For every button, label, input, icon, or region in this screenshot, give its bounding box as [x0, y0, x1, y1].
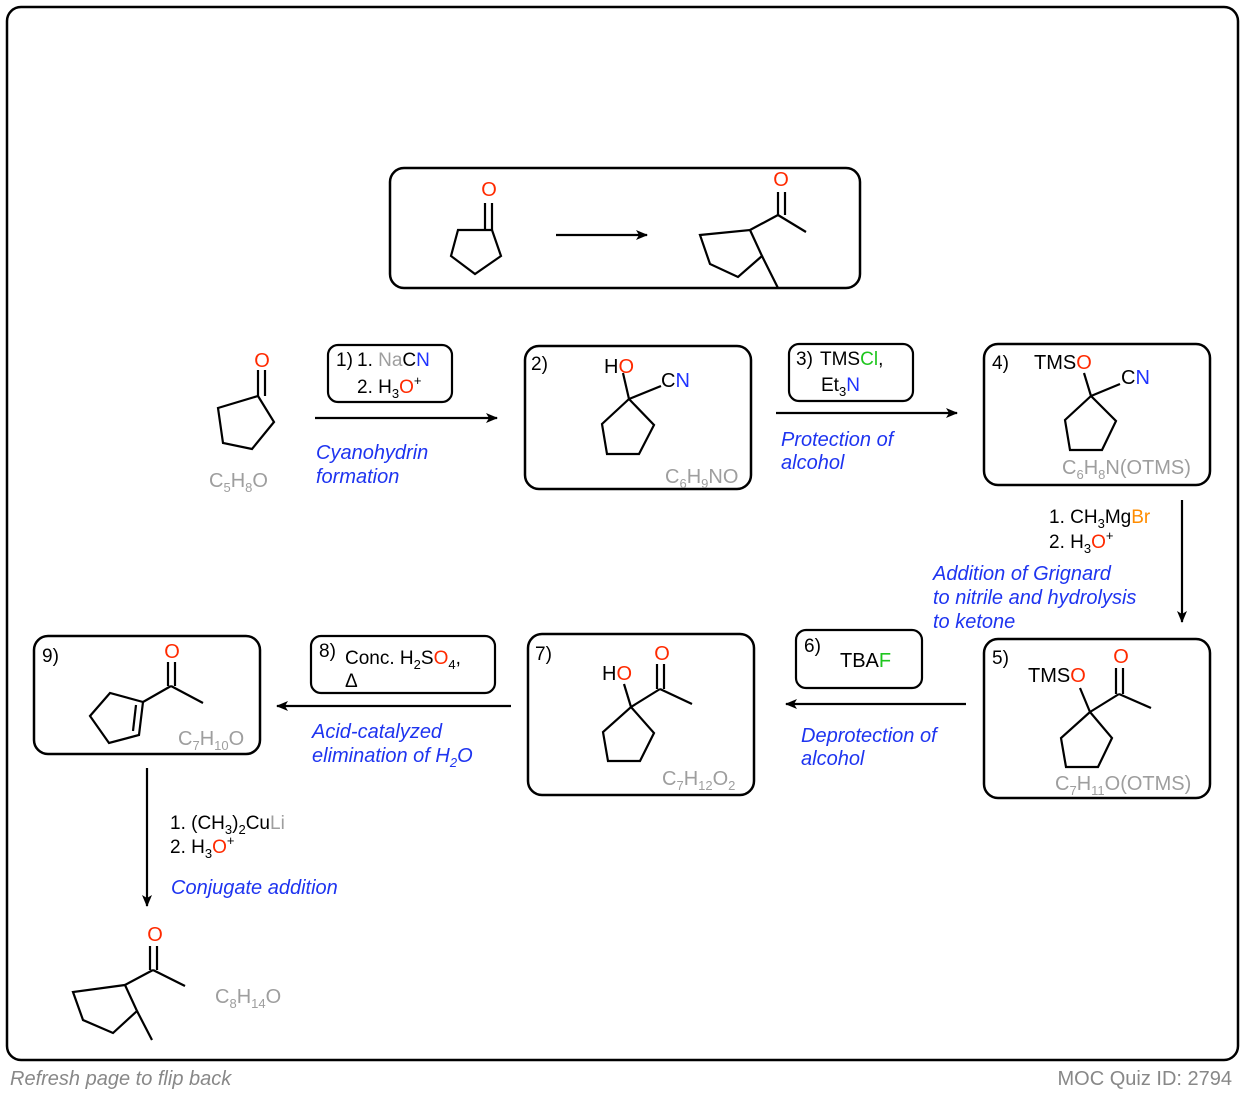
starting-cyclopentanone: O C5H8O: [209, 350, 276, 495]
compound-5-box: 5) TMSO O C7H11O(OTMS): [982, 637, 1212, 800]
svg-text:6): 6): [804, 636, 821, 657]
target-box: O O: [388, 166, 862, 290]
svg-text:8): 8): [319, 641, 336, 662]
formula-c7h11o-otms: C7H11O(OTMS): [1055, 773, 1191, 798]
compound-2-box: 2) HO CN C6H9NO: [523, 344, 753, 491]
formula-c5h8o: C5H8O: [209, 470, 268, 495]
refresh-hint: Refresh page to flip back: [10, 1068, 232, 1090]
svg-text:9): 9): [42, 646, 59, 667]
step8-reagents: 8) Conc. H2SO4, Δ: [309, 634, 497, 695]
step1-reagents: 1) 1. NaCN 2. H3O+: [326, 343, 454, 404]
svg-text:TMSO: TMSO: [1034, 352, 1092, 374]
svg-text:TMSO: TMSO: [1028, 665, 1086, 687]
svg-text:HO: HO: [604, 356, 634, 378]
svg-text:1. (CH3)2CuLi: 1. (CH3)2CuLi: [170, 813, 285, 837]
svg-text:5): 5): [992, 648, 1009, 669]
svg-text:2): 2): [531, 354, 548, 375]
formula-c8h14o: C8H14O: [215, 986, 281, 1011]
formula-c6h9no: C6H9NO: [665, 466, 738, 491]
svg-text:CN: CN: [1121, 367, 1150, 389]
svg-text:2. H3O+: 2. H3O+: [170, 833, 234, 861]
svg-text:1. NaCN: 1. NaCN: [357, 350, 430, 371]
formula-c6h8n-otms: C6H8N(OTMS): [1062, 457, 1191, 482]
step3-reagents: 3) TMSCl, Et3N: [787, 342, 915, 403]
svg-text:O: O: [147, 924, 163, 946]
svg-text:Et3N: Et3N: [821, 375, 860, 399]
svg-text:Conc. H2SO4,: Conc. H2SO4,: [345, 648, 461, 672]
oxygen-label: O: [254, 350, 270, 372]
target-start-molecule: [449, 203, 503, 276]
step6-reagents: 6) TBAF: [794, 628, 924, 690]
outer-frame: [5, 5, 1240, 1062]
cuprate-caption: Conjugate addition: [171, 877, 338, 899]
svg-text:Δ: Δ: [345, 671, 358, 692]
svg-text:TBAF: TBAF: [840, 650, 891, 672]
target-product-molecule: [698, 192, 807, 289]
compound-7-box: 7) HO O C7H12O2: [526, 632, 756, 797]
oxygen-label: O: [481, 179, 497, 201]
compound-9-box: 9) O C7H10O: [32, 634, 262, 756]
final-product: O C8H14O: [71, 924, 281, 1041]
svg-text:3): 3): [796, 349, 813, 370]
formula-c7h12o2: C7H12O2: [662, 768, 735, 793]
svg-text:4): 4): [992, 353, 1009, 374]
svg-text:CN: CN: [661, 370, 690, 392]
quiz-id: MOC Quiz ID: 2794: [1057, 1068, 1232, 1090]
grignard-reagents: 1. CH3MgBr 2. H3O+: [1049, 507, 1151, 556]
svg-text:HO: HO: [602, 663, 632, 685]
compound-4-box: 4) TMSO CN C6H8N(OTMS): [982, 342, 1212, 487]
formula-c7h10o: C7H10O: [178, 728, 244, 753]
svg-text:1): 1): [336, 350, 353, 371]
svg-text:1. CH3MgBr: 1. CH3MgBr: [1049, 507, 1151, 531]
oxygen-label: O: [773, 169, 789, 191]
svg-text:O: O: [654, 643, 670, 665]
svg-text:7): 7): [535, 644, 552, 665]
svg-text:2. H3O+: 2. H3O+: [1049, 528, 1113, 556]
svg-text:O: O: [1113, 646, 1129, 668]
svg-text:TMSCl,: TMSCl,: [820, 349, 883, 370]
svg-text:2. H3O+: 2. H3O+: [357, 373, 421, 401]
cuprate-reagents: 1. (CH3)2CuLi 2. H3O+: [170, 813, 285, 861]
svg-text:O: O: [164, 641, 180, 663]
